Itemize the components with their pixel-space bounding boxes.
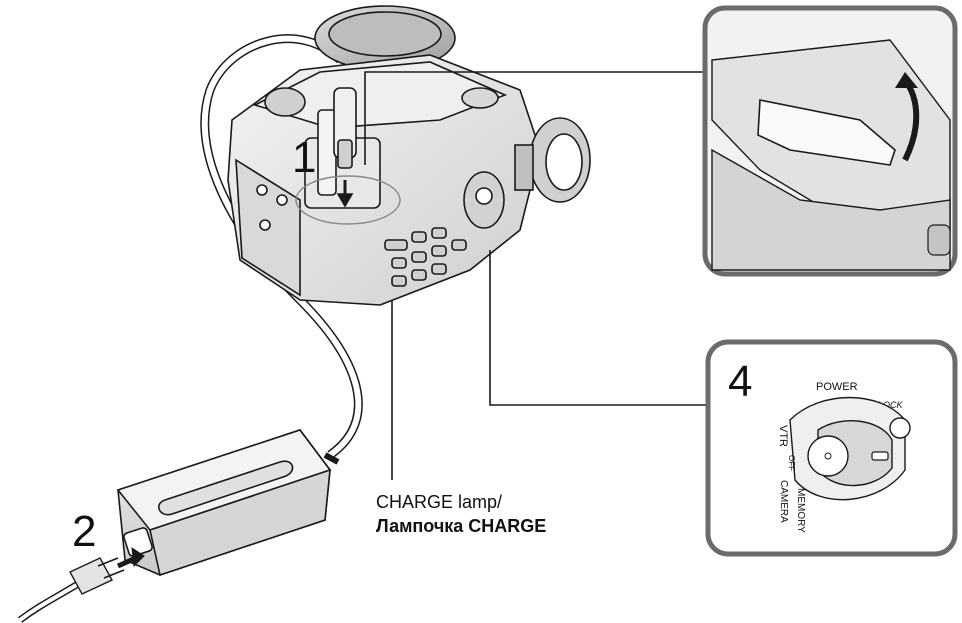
ac-inlet <box>123 527 153 557</box>
ac-adapter <box>116 429 340 577</box>
mode-label-vtr: VTR <box>777 425 789 447</box>
adapter-top-recess <box>157 460 294 516</box>
step-number-2: 2 <box>72 507 96 556</box>
camcorder <box>227 5 591 306</box>
step-number-4: 4 <box>728 357 752 406</box>
lever-flap <box>757 99 896 166</box>
insert-arrow-icon <box>131 546 145 568</box>
mode-label-camera: CAMERA <box>778 480 789 523</box>
lift-arrow-icon <box>895 72 918 88</box>
mains-plug <box>69 557 113 595</box>
charge-lamp-label-ru: Лампочка CHARGE <box>376 516 547 536</box>
step-number-1: 1 <box>292 133 316 182</box>
mode-label-off: OFF <box>787 455 796 471</box>
mains-lead <box>17 546 145 623</box>
charge-lamp-label: CHARGE lamp/ Лампочка CHARGE <box>376 490 546 538</box>
callout-lever-detail <box>364 5 958 277</box>
dc-cable <box>200 34 363 459</box>
callout-power-dial: 4 POWER LOCK VTR OFF CAMERA MEMORY <box>489 250 958 557</box>
lock-label: LOCK <box>878 400 904 410</box>
charge-lamp-label-en: CHARGE lamp/ <box>376 492 503 512</box>
jack-highlight <box>295 175 401 225</box>
mode-label-memory: MEMORY <box>795 488 806 533</box>
power-label: POWER <box>816 381 858 393</box>
top-button <box>264 87 306 117</box>
